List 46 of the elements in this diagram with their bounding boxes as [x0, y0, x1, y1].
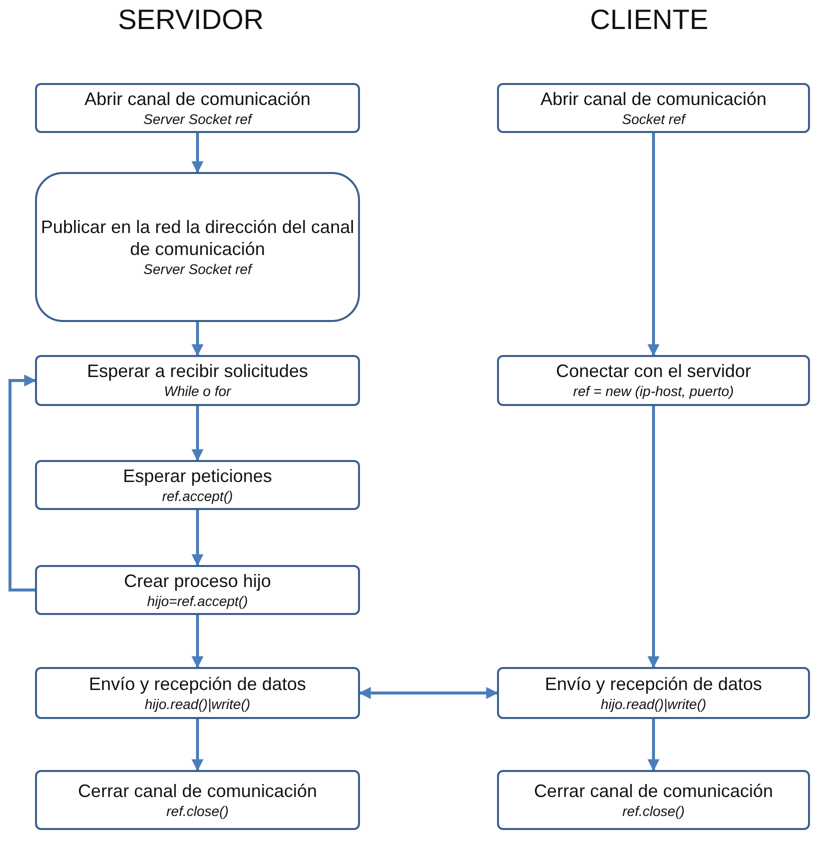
code-text: ref.close() [166, 802, 229, 820]
process-box [35, 770, 360, 830]
arrow [648, 406, 660, 668]
step-text: Envío y recepción de datos [544, 672, 762, 694]
code-text: Server Socket ref [143, 110, 252, 128]
code-text: hijo=ref.accept() [147, 592, 248, 610]
step-text: Conectar con el servidor [556, 360, 752, 382]
step-text: Esperar a recibir solicitudes [86, 360, 308, 382]
code-text: Socket ref [622, 110, 686, 128]
arrow [192, 322, 204, 356]
code-text: ref.close() [622, 802, 685, 820]
arrow [192, 510, 204, 566]
process-box [497, 83, 810, 133]
step-text: Cerrar canal de comunicación [78, 780, 318, 802]
code-text: hijo.read()|write() [600, 694, 706, 714]
process-box [35, 460, 360, 510]
arrow [192, 133, 204, 174]
code-text: While o for [164, 382, 231, 401]
arrow [192, 615, 204, 668]
process-box [497, 355, 810, 406]
process-box [35, 83, 360, 133]
column-heading: SERVIDOR [118, 4, 264, 36]
step-text: Envío y recepción de datos [88, 672, 306, 694]
arrow [192, 406, 204, 462]
step-text: Crear proceso hijo [124, 570, 272, 592]
step-text: Abrir canal de comunicación [84, 88, 311, 110]
process-box [35, 565, 360, 615]
arrow [8, 374, 36, 592]
process-box [497, 770, 810, 830]
process-box [35, 355, 360, 406]
process-box [35, 172, 360, 322]
code-text: hijo.read()|write() [144, 694, 250, 714]
arrow [648, 133, 660, 356]
step-text: Abrir canal de comunicación [540, 88, 767, 110]
code-text: Server Socket ref [143, 260, 252, 278]
arrow [192, 719, 204, 772]
process-box [35, 667, 360, 719]
code-text: ref.accept() [162, 486, 233, 506]
code-text: ref = new (ip-host, puerto) [573, 382, 734, 401]
column-heading: CLIENTE [590, 4, 708, 36]
arrow [648, 719, 660, 772]
arrow [358, 687, 498, 699]
step-text: Esperar peticiones [122, 464, 272, 486]
process-box [497, 667, 810, 719]
step-text: Cerrar canal de comunicación [534, 780, 774, 802]
step-text: Publicar en la red la dirección del canal de comunicación [40, 216, 356, 260]
